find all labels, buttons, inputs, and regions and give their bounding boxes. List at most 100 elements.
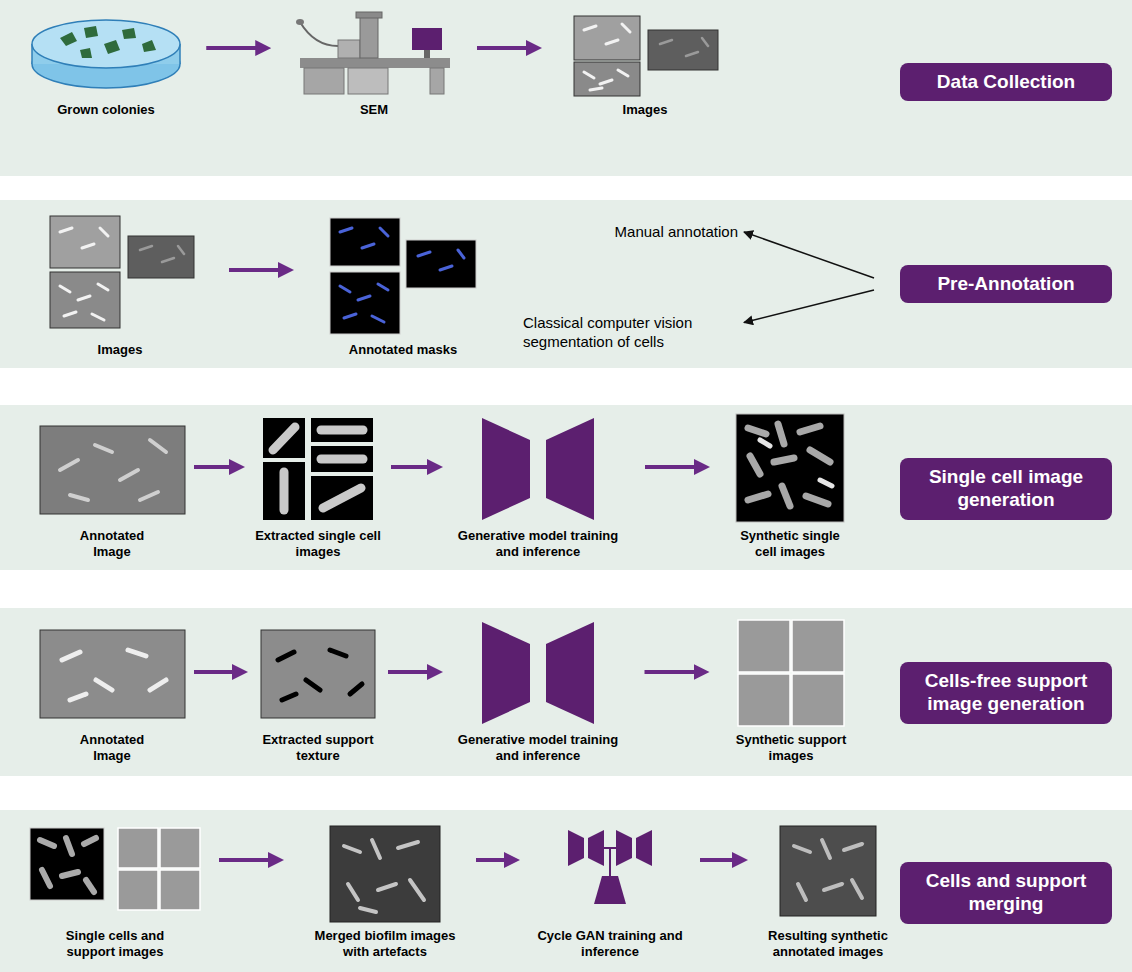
sem-microscope bbox=[296, 12, 450, 94]
sem-microscope bbox=[360, 16, 378, 58]
sem-image-thumbnails bbox=[50, 216, 194, 328]
process-step: Annotated Image bbox=[38, 424, 186, 561]
petri-dish bbox=[104, 40, 120, 54]
cells-and-support-inputs bbox=[86, 880, 94, 892]
extracted-cell-crops bbox=[321, 455, 363, 464]
merged-biofilm-image bbox=[372, 840, 380, 858]
cycle-gan-icon bbox=[568, 830, 652, 904]
band-background bbox=[0, 200, 1132, 368]
sem-image-thumbnails bbox=[60, 286, 70, 292]
sem-image-thumbnails bbox=[648, 30, 718, 70]
extracted-cell-crops bbox=[321, 426, 363, 435]
flow-arrow bbox=[476, 858, 508, 862]
step-caption: Annotated masks bbox=[349, 342, 457, 358]
cells-and-support-inputs bbox=[118, 870, 158, 910]
sem-image-thumbnails bbox=[574, 16, 640, 60]
sem-image-thumbnails bbox=[590, 88, 602, 90]
picture-area bbox=[31, 18, 181, 100]
stage-label: Single cell image generation bbox=[900, 458, 1112, 520]
result-synthetic-image bbox=[852, 880, 862, 898]
pointer-arrow bbox=[744, 290, 874, 323]
process-step: Resulting synthetic annotated images bbox=[756, 824, 900, 961]
annotated-mask-thumbnails bbox=[340, 228, 352, 232]
synthetic-support-tiles bbox=[738, 620, 790, 672]
synthetic-cells-image bbox=[820, 480, 832, 486]
result-synthetic-image bbox=[794, 846, 810, 852]
sem-microscope bbox=[412, 28, 442, 50]
extracted-cell-crops bbox=[263, 462, 305, 520]
petri-dish bbox=[32, 20, 180, 68]
picture-area bbox=[730, 414, 850, 528]
extracted-cell-crops bbox=[273, 427, 363, 510]
synthetic-cells-image bbox=[748, 428, 766, 434]
synthetic-cells-image bbox=[736, 414, 844, 522]
picture-area bbox=[38, 424, 186, 528]
synthetic-cells-image bbox=[774, 458, 794, 462]
option-text: Classical computer vision segmentation o… bbox=[523, 313, 738, 352]
support-texture-image bbox=[261, 630, 375, 718]
cycle-gan-icon bbox=[616, 830, 632, 866]
picture-area bbox=[253, 418, 383, 528]
cells-and-support-inputs bbox=[84, 838, 96, 844]
annotated-mask-thumbnails bbox=[330, 218, 400, 266]
process-step: Images bbox=[568, 12, 723, 118]
stage-label-text: Cells and support merging bbox=[908, 870, 1104, 916]
process-step: SEM bbox=[297, 12, 452, 118]
support-texture-image bbox=[278, 652, 294, 660]
cycle-gan-icon bbox=[609, 848, 611, 876]
extracted-cell-crops bbox=[280, 472, 289, 510]
sem-image-thumbnails bbox=[82, 244, 94, 248]
process-step: Single cells and support images bbox=[29, 826, 201, 961]
sem-image-thumbnails bbox=[60, 228, 72, 232]
sem-image-thumbnails bbox=[140, 246, 152, 250]
support-texture-image bbox=[350, 684, 362, 694]
sem-image-thumbnails bbox=[128, 236, 194, 278]
stage-label: Cells-free support image generation bbox=[900, 662, 1112, 724]
process-step: Synthetic support images bbox=[729, 620, 853, 765]
cycle-gan-icon bbox=[588, 830, 604, 866]
annotated-sem-image bbox=[128, 650, 146, 656]
annotated-sem-image bbox=[40, 630, 185, 718]
sem-microscope bbox=[430, 68, 444, 94]
cells-and-support-inputs bbox=[30, 828, 104, 900]
annotated-mask-thumbnails bbox=[362, 244, 374, 248]
cells-and-support-inputs bbox=[30, 828, 200, 910]
process-step: Images bbox=[45, 214, 195, 358]
picture-area bbox=[29, 826, 201, 928]
support-texture-image bbox=[261, 630, 375, 718]
synthetic-cells-image bbox=[748, 494, 768, 500]
flow-arrow bbox=[645, 670, 698, 674]
sem-image-thumbnails bbox=[60, 228, 108, 320]
cells-and-support-inputs bbox=[118, 828, 200, 910]
step-caption: Synthetic support images bbox=[731, 732, 851, 765]
petri-dish bbox=[80, 48, 92, 58]
sem-image-thumbnails bbox=[686, 52, 698, 56]
petri-dish bbox=[60, 32, 77, 46]
merged-biofilm-image bbox=[344, 846, 360, 852]
process-step: Extracted single cell images bbox=[253, 418, 383, 561]
petri-dish bbox=[122, 28, 136, 39]
synthetic-cells-image bbox=[778, 424, 784, 444]
flow-arrow bbox=[700, 858, 736, 862]
result-synthetic-image bbox=[824, 884, 842, 890]
extracted-cell-crops bbox=[263, 418, 305, 458]
cells-and-support-inputs bbox=[62, 872, 78, 876]
synthetic-cells-image bbox=[760, 440, 770, 446]
annotated-sem-image bbox=[150, 440, 166, 452]
synthetic-cells-image bbox=[760, 440, 832, 486]
step-caption: Extracted support texture bbox=[258, 732, 378, 765]
generative-model-icon bbox=[482, 622, 530, 724]
process-step: Annotated masks bbox=[328, 216, 478, 358]
annotated-sem-image bbox=[40, 630, 185, 718]
sem-image-thumbnails bbox=[98, 284, 108, 290]
process-step: Merged biofilm images with artefacts bbox=[302, 824, 468, 961]
process-step: Generative model training and inference bbox=[451, 418, 625, 561]
annotated-sem-image bbox=[60, 460, 78, 470]
step-caption: Single cells and support images bbox=[50, 928, 180, 961]
annotated-sem-image bbox=[62, 650, 166, 700]
option-text: Manual annotation bbox=[615, 222, 738, 242]
annotated-mask-thumbnails bbox=[418, 252, 430, 256]
sem-microscope bbox=[356, 12, 382, 18]
synthetic-support-tiles bbox=[792, 674, 844, 726]
annotated-mask-thumbnails bbox=[380, 228, 388, 236]
